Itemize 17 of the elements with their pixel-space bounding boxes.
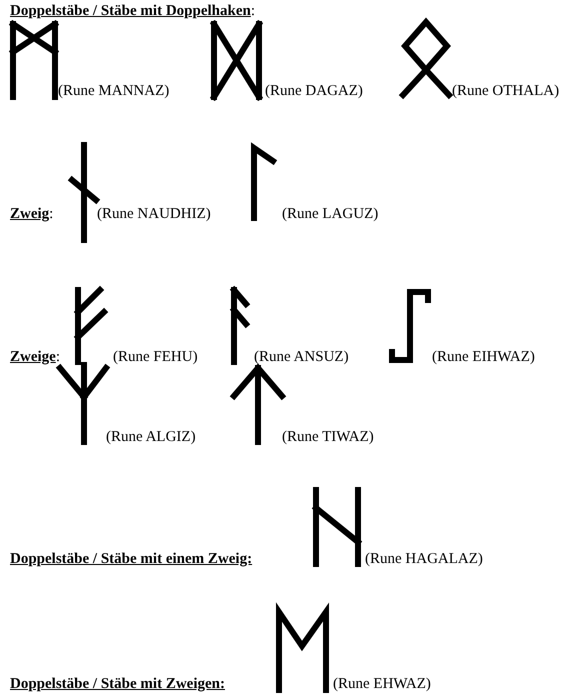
heading: Doppelstäbe / Stäbe mit Doppelhaken: (10, 3, 256, 20)
rune-caption: (Rune NAUDHIZ) (97, 206, 211, 223)
rune-caption: (Rune LAGUZ) (282, 206, 378, 223)
heading: Zweige: (10, 349, 60, 366)
rune-caption: (Rune DAGAZ) (265, 83, 363, 100)
rune-caption: (Rune FEHU) (113, 349, 198, 366)
rune-caption: (Rune TIWAZ) (282, 429, 374, 446)
heading: Doppelstäbe / Stäbe mit Zweigen: (10, 676, 225, 693)
rune-caption: (Rune EHWAZ) (333, 676, 431, 693)
rune-caption: (Rune MANNAZ) (58, 83, 170, 100)
heading: Zweig: (10, 206, 54, 223)
rune-caption: (Rune ALGIZ) (106, 429, 196, 446)
heading: Doppelstäbe / Stäbe mit einem Zweig: (10, 551, 252, 568)
rune-caption: (Rune OTHALA) (452, 83, 560, 100)
rune-caption: (Rune EIHWAZ) (432, 349, 535, 366)
rune-caption: (Rune HAGALAZ) (365, 551, 483, 568)
rune-caption: (Rune ANSUZ) (254, 349, 349, 366)
